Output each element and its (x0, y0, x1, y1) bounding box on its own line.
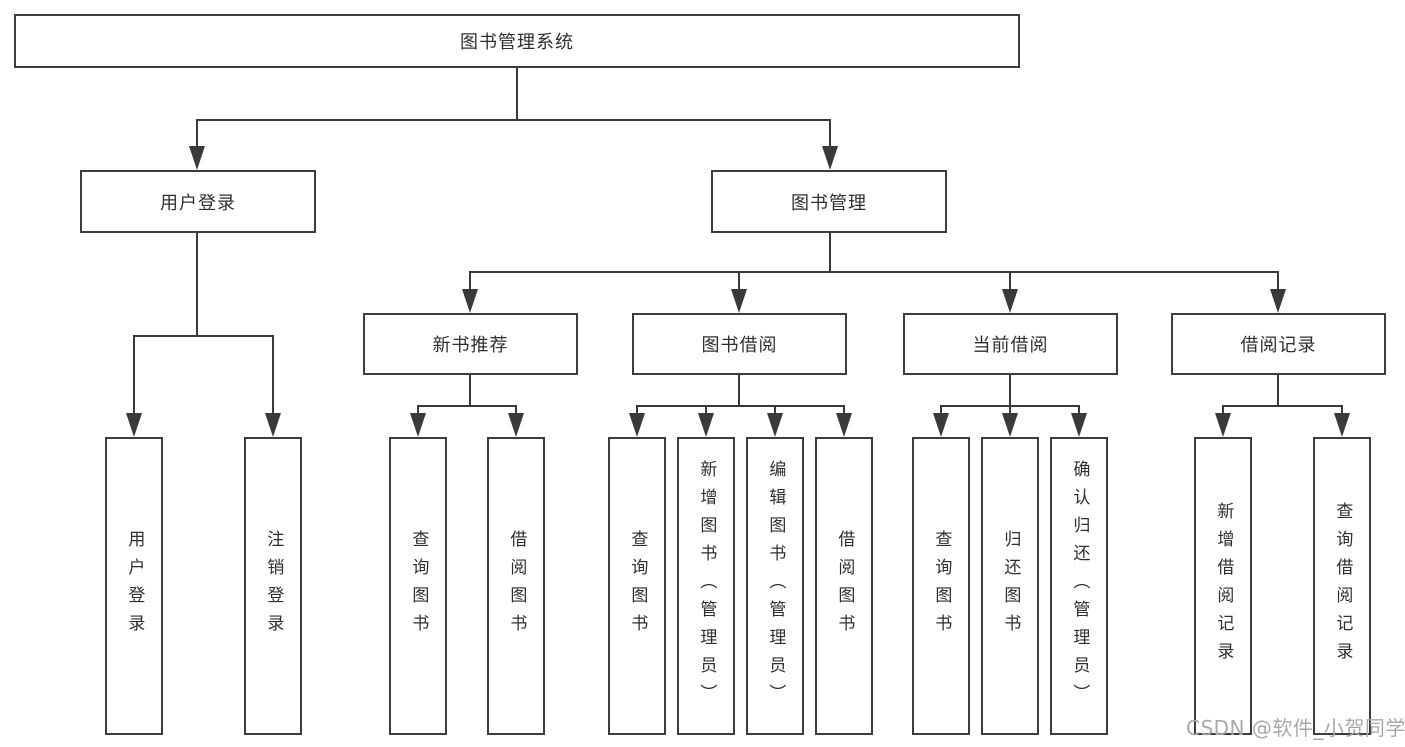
node-label: 当前借阅 (972, 335, 1049, 356)
node-logout: 注销登录 (244, 437, 302, 735)
node-label: 查询图书 (627, 530, 648, 642)
node-label: 归还图书 (1000, 530, 1021, 642)
node-borrow-books-recommend: 借阅图书 (487, 437, 545, 735)
node-label: 借阅记录 (1240, 335, 1317, 356)
node-query-books-borrow: 查询图书 (608, 437, 666, 735)
node-label: 图书管理 (791, 192, 867, 214)
node-query-books-recommend: 查询图书 (389, 437, 447, 735)
node-label: 查询借阅记录 (1332, 502, 1353, 670)
node-borrowing-records: 借阅记录 (1171, 313, 1386, 375)
node-add-books-admin: 新增图书（管理员） (677, 437, 735, 735)
node-add-borrow-record: 新增借阅记录 (1194, 437, 1252, 735)
node-confirm-return-admin: 确认归还（管理员） (1050, 437, 1108, 735)
arrowheads (126, 146, 1350, 437)
node-label: 用户登录 (160, 192, 236, 214)
node-query-books-current: 查询图书 (912, 437, 970, 735)
node-label: 图书借阅 (701, 335, 778, 356)
node-label: 借阅图书 (506, 530, 527, 642)
node-return-books: 归还图书 (981, 437, 1039, 735)
node-user-login: 用户登录 (80, 170, 316, 233)
node-label: 图书管理系统 (460, 32, 574, 53)
node-label: 确认归还（管理员） (1069, 460, 1090, 712)
node-label: 编辑图书（管理员） (765, 460, 786, 712)
node-label: 新书推荐 (432, 335, 509, 356)
csdn-watermark: CSDN @软件_小贺同学 (1186, 716, 1405, 740)
node-edit-books-admin: 编辑图书（管理员） (746, 437, 804, 735)
node-user-login-leaf: 用户登录 (105, 437, 163, 735)
node-label: 借阅图书 (834, 530, 855, 642)
node-new-book-recommendation: 新书推荐 (363, 313, 578, 375)
node-label: 查询图书 (408, 530, 429, 642)
node-label: 注销登录 (263, 530, 284, 642)
node-book-management: 图书管理 (711, 170, 947, 233)
node-label: 查询图书 (931, 530, 952, 642)
node-book-borrowing: 图书借阅 (632, 313, 847, 375)
node-query-borrow-record: 查询借阅记录 (1313, 437, 1371, 735)
node-label: 新增借阅记录 (1213, 502, 1234, 670)
node-library-management-system: 图书管理系统 (14, 14, 1020, 68)
node-current-borrowing: 当前借阅 (903, 313, 1118, 375)
node-label: 新增图书（管理员） (696, 460, 717, 712)
node-borrow-books: 借阅图书 (815, 437, 873, 735)
node-label: 用户登录 (124, 530, 145, 642)
